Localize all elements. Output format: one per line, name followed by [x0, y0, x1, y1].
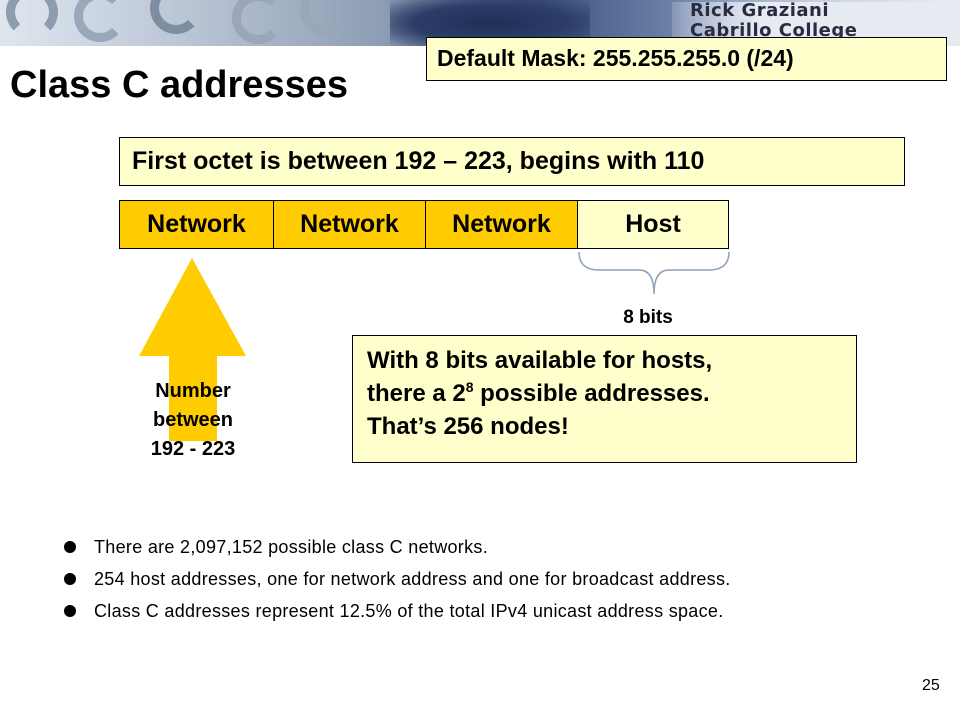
arrow-label-line: between [152, 409, 234, 431]
bullet-dot-icon [64, 573, 76, 585]
bullet-text: There are 2,097,152 possible class C net… [94, 537, 488, 557]
bullet-item: Class C addresses represent 12.5% of the… [64, 600, 854, 622]
host-bits-brace [578, 251, 730, 295]
first-octet-box: First octet is between 192 – 223, begins… [119, 137, 905, 186]
network-field-2: Network [273, 200, 426, 249]
decorative-ring-graphic [300, 0, 352, 36]
host-field: Host [577, 200, 729, 249]
hosts-note-text: possible addresses. [473, 380, 710, 407]
arrow-label-line: Number [155, 380, 231, 402]
host-bits-label: 8 bits [623, 307, 673, 328]
author-org: Cabrillo College [690, 20, 858, 41]
decorative-ring-graphic [232, 0, 284, 44]
hosts-note-line: With 8 bits available for hosts, [367, 347, 713, 374]
author-name: Rick Graziani [690, 0, 830, 21]
decorative-ring-graphic [6, 0, 58, 38]
network-field-3: Network [425, 200, 578, 249]
bullet-list: There are 2,097,152 possible class C net… [64, 536, 854, 632]
arrow-label: Number between 192 - 223 [118, 377, 268, 464]
bullet-item: 254 host addresses, one for network addr… [64, 568, 854, 590]
bullet-dot-icon [64, 605, 76, 617]
decorative-ring-graphic [74, 0, 126, 42]
hosts-note-line: there a 28 possible addresses. [367, 377, 856, 410]
bullet-dot-icon [64, 541, 76, 553]
network-field-1: Network [119, 200, 274, 249]
default-mask-box: Default Mask: 255.255.255.0 (/24) [426, 37, 947, 81]
page-number: 25 [922, 677, 940, 694]
slide-title: Class C addresses [10, 64, 348, 106]
hosts-note-box: With 8 bits available for hosts, there a… [352, 335, 857, 463]
decorative-ring-graphic [150, 0, 202, 34]
hosts-note-text: there a 2 [367, 380, 466, 407]
up-arrow [139, 258, 246, 441]
hosts-note-line: That’s 256 nodes! [367, 413, 569, 440]
bullet-item: There are 2,097,152 possible class C net… [64, 536, 854, 558]
bullet-text: 254 host addresses, one for network addr… [94, 569, 731, 589]
bullet-text: Class C addresses represent 12.5% of the… [94, 601, 724, 621]
exponent: 8 [465, 379, 474, 395]
arrow-label-line: 192 - 223 [150, 438, 236, 460]
